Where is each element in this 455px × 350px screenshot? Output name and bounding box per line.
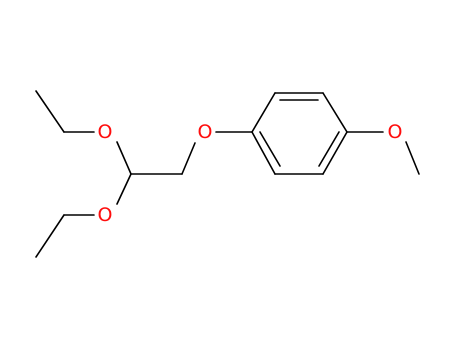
- ring-bond-6: [251, 131, 276, 175]
- bond-acetal-c-o-bottom: [116, 173, 132, 205]
- bond-o-methoxy-ch3: [405, 141, 420, 175]
- ring-bond-4: [322, 131, 348, 175]
- bond-ethyl-bottom-ch2-ch3: [35, 214, 65, 258]
- bond-o-top-acetal-c: [116, 141, 132, 175]
- oxygen-atom-label: O: [98, 121, 113, 143]
- ring-double-bond-left: [259, 131, 281, 167]
- oxygen-atom-label: O: [198, 121, 213, 143]
- ring-bond-3: [322, 92, 348, 133]
- ring-double-bond-right: [318, 131, 340, 167]
- oxygen-atom-label: O: [98, 204, 113, 226]
- bond-ethyl-top-ch3-ch2: [35, 90, 65, 133]
- oxygen-atom-label: O: [388, 121, 403, 143]
- ring-bond-1: [251, 92, 276, 133]
- bond-ch2-o-aryl: [181, 142, 196, 175]
